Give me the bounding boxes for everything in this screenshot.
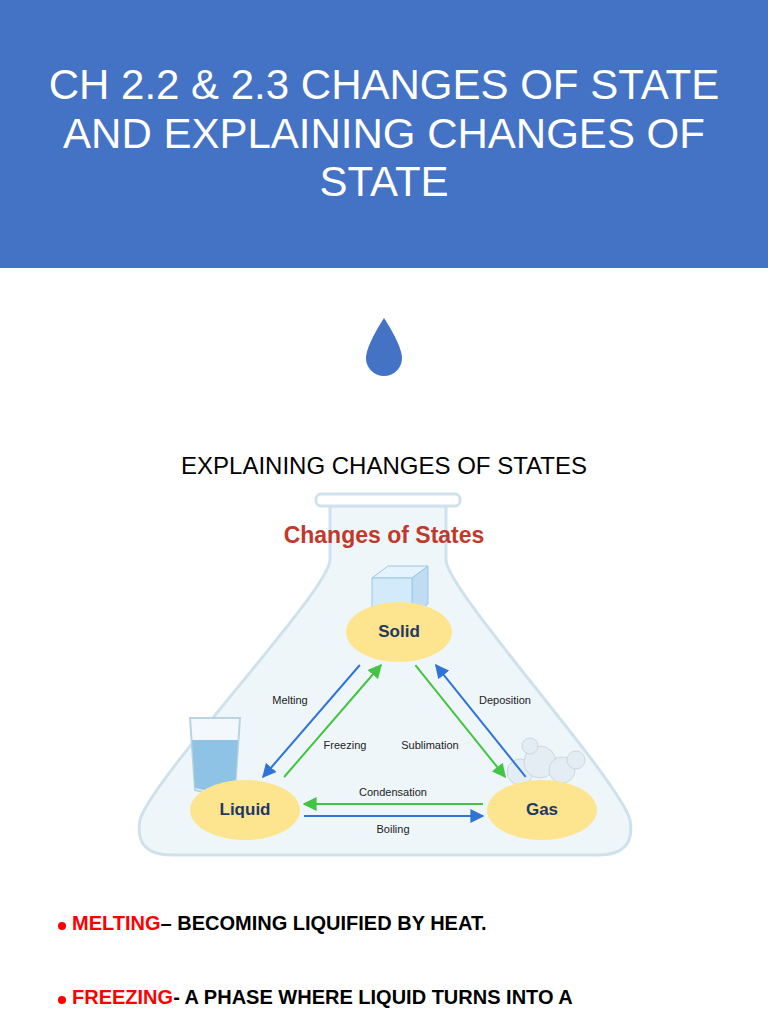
state-ellipse: Gas [487, 780, 597, 840]
picture-ground [130, 488, 638, 862]
bullet [58, 922, 66, 930]
section-heading: EXPLAINING CHANGES OF STATES [0, 452, 768, 480]
bullet-line: FREEZING- A PHASE WHERE LIQUID TURNS INT… [72, 986, 573, 1009]
transition-arrow [436, 665, 526, 777]
bullet-line: MELTING– BECOMING LIQUIFIED BY HEAT. [72, 912, 486, 935]
definition: - A PHASE WHERE LIQUID TURNS INTO A [173, 986, 573, 1008]
bullet [58, 996, 66, 1004]
state-ellipse: Liquid [190, 780, 300, 840]
transition-arrow [304, 803, 483, 805]
header-band [0, 0, 768, 268]
water-drop [366, 318, 402, 376]
ellipse-fill [190, 780, 300, 840]
term: FREEZING [72, 986, 173, 1008]
transition-label: Deposition [477, 694, 533, 706]
state-name: Solid [378, 622, 420, 642]
state-name: Gas [526, 800, 558, 820]
flask-outline [139, 506, 631, 855]
transition-arrow [415, 665, 505, 777]
state-ellipse: Solid [346, 602, 452, 662]
transition-arrow [284, 665, 381, 777]
transition-label: Boiling [374, 823, 411, 835]
ellipse-fill [346, 602, 452, 662]
state-name: Liquid [220, 800, 271, 820]
term: MELTING [72, 912, 161, 934]
transition-label: Condensation [357, 786, 429, 798]
flask-lip [316, 494, 460, 506]
title-box: CH 2.2 & 2.3 CHANGES OF STATE AND EXPLAI… [34, 0, 734, 268]
vapour-cloud [507, 738, 585, 785]
transition-label: Sublimation [399, 739, 460, 751]
transition-label: Freezing [322, 739, 369, 751]
ellipse-fill [487, 780, 597, 840]
figure-title: Changes of States [130, 522, 638, 549]
transition-arrow [304, 815, 483, 817]
title: CH 2.2 & 2.3 CHANGES OF STATE AND EXPLAI… [34, 61, 734, 207]
transition-label: Melting [270, 694, 309, 706]
definition: – BECOMING LIQUIFIED BY HEAT. [161, 912, 487, 934]
transition-arrow [263, 665, 360, 777]
